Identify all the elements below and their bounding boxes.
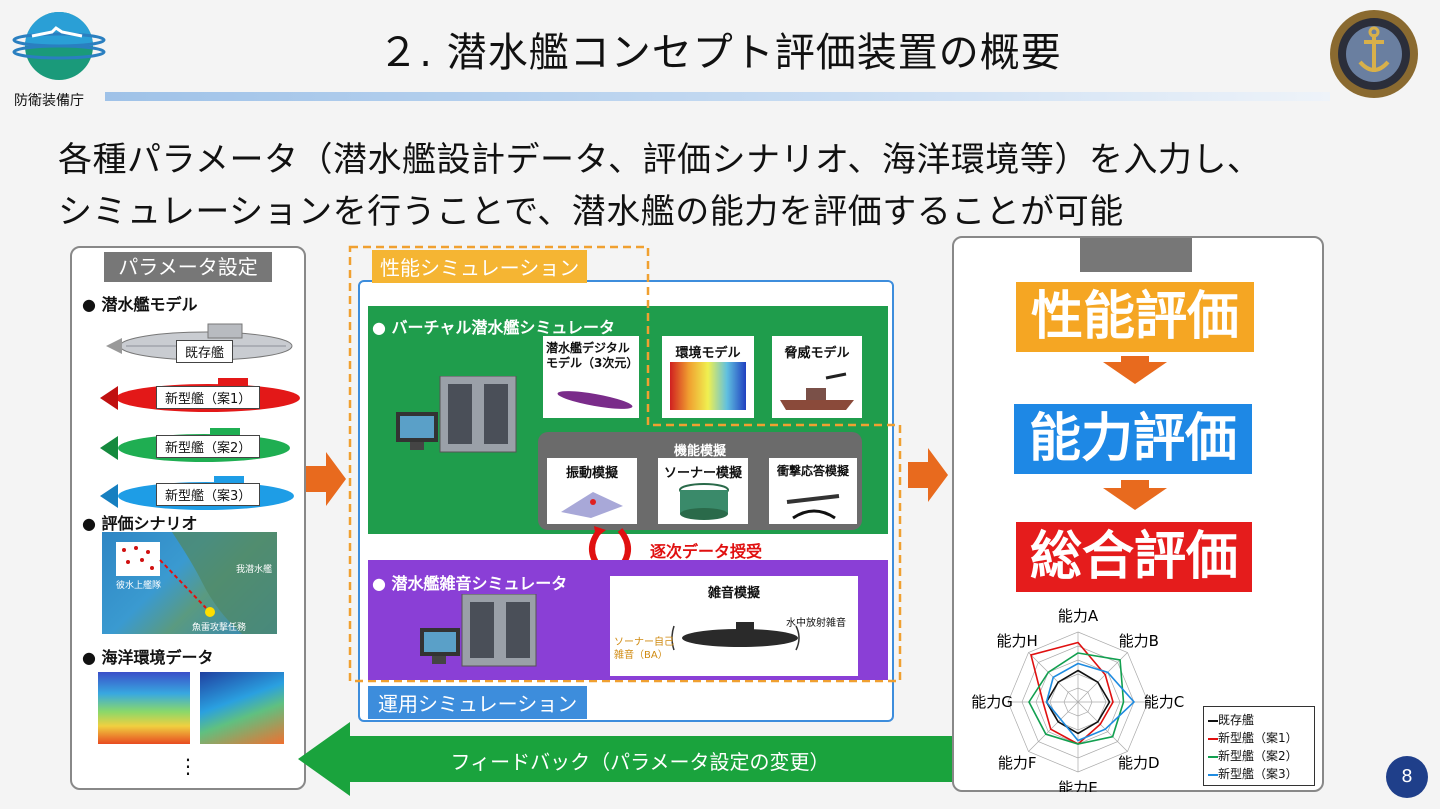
vib-sim-label: 振動模擬 — [565, 466, 618, 481]
radar-axis-line — [1077, 652, 1128, 703]
env-model-box: 環境モデル — [662, 336, 754, 418]
perf-sim-label: 性能シミュレーション — [372, 250, 588, 283]
radar-series-line — [1045, 662, 1136, 742]
threat-model-box: 脅威モデル — [772, 336, 862, 418]
radar-axis-line — [1028, 701, 1079, 752]
legend-item-new-1: 新型艦（案1） — [1208, 729, 1298, 746]
nsrc-seal — [1328, 8, 1420, 100]
legend-item-new-3: 新型艦（案3） — [1208, 765, 1298, 782]
legend-item-new-2: 新型艦（案2） — [1208, 747, 1298, 764]
perf-eval-box: 性能評価 — [1016, 282, 1254, 352]
radar-axis-label: 能力F — [998, 754, 1037, 772]
jmsdf-logo — [12, 6, 106, 84]
eval-header-bar — [1080, 238, 1192, 272]
page-title: ２. 潜水艦コンセプト評価装置の概要 — [378, 30, 1062, 76]
legend-label: 新型艦（案2） — [1218, 749, 1298, 763]
radar-axis-label: 能力G — [971, 693, 1013, 711]
legend-label: 既存艦 — [1218, 713, 1255, 727]
org-name: 防衛装備庁 — [14, 93, 84, 109]
radar-axis-label: 能力D — [1118, 754, 1160, 772]
legend-label: 新型艦（案1） — [1218, 731, 1298, 745]
scenario-text-enemy: 彼水上艦隊 — [116, 581, 162, 591]
feedback-arrow — [298, 722, 952, 796]
noise-model-label: 雑音模擬 — [707, 586, 760, 601]
sub-tag-existing: 既存艦 — [176, 340, 234, 363]
arrow-down-stem — [1121, 356, 1149, 364]
radar-axis-label: 能力C — [1144, 693, 1184, 711]
radiated-noise-label: 水中放射雑音 — [786, 618, 846, 629]
env-heatmap — [670, 362, 746, 410]
anchor-seal-icon — [1330, 10, 1418, 98]
threat-model-label: 脅威モデル — [784, 346, 850, 361]
arrow-right-icon — [908, 448, 948, 506]
model-label: ● 潜水艦モデル — [82, 295, 198, 314]
computer-icon — [420, 593, 544, 674]
func-sim-label: 機能模擬 — [673, 444, 726, 459]
sub-tag-new-3: 新型艦（案3） — [156, 483, 261, 506]
radar-legend: 既存艦 新型艦（案1） 新型艦（案2） 新型艦（案3） — [1203, 706, 1315, 786]
radar-series-line — [1028, 652, 1125, 745]
sub-tag-new-1: 新型艦（案1） — [156, 386, 261, 409]
virtual-sim-label: ● バーチャル潜水艦シミュレータ — [372, 318, 616, 337]
cap-eval-box: 能力評価 — [1014, 404, 1252, 474]
legend-label: 新型艦（案3） — [1218, 767, 1298, 781]
radar-series-line — [1045, 669, 1111, 735]
arrow-right-icon — [306, 452, 346, 510]
radar-axis-label: 能力E — [1058, 779, 1097, 792]
subtitle-line-1: 各種パラメータ（潜水艦設計データ、評価シナリオ、海洋環境等）を入力し、 — [58, 140, 1262, 180]
radar-chart: 能力A 能力B 能力C 能力D 能力E 能力F 能力G 能力H — [971, 607, 1184, 792]
sonar-sim-box: ソーナー模擬 — [658, 458, 748, 524]
ocean-map-1 — [98, 672, 190, 744]
ocean-map-2 — [200, 672, 284, 744]
total-eval-box: 総合評価 — [1016, 522, 1252, 592]
scenario-map — [102, 532, 277, 634]
arrow-down-icon — [1103, 362, 1167, 384]
radar-axis-label: 能力B — [1119, 632, 1159, 650]
scenario-text-mission: 魚雷攻撃任務 — [192, 623, 247, 633]
ops-sim-label: 運用シミュレーション — [368, 686, 588, 719]
title-underline — [105, 92, 1330, 101]
ocean-label: ● 海洋環境データ — [82, 648, 214, 667]
digital-model-box: 潜水艦デジタルモデル（3次元） — [543, 336, 639, 418]
legend-item-existing: 既存艦 — [1208, 711, 1254, 728]
noise-model-box: 雑音模擬 ソーナー自己雑音（BA） 水中放射雑音 — [610, 576, 858, 676]
radar-axis-label: 能力H — [997, 632, 1038, 650]
sub-tag-new-2: 新型艦（案2） — [156, 435, 261, 458]
subtitle-line-2: シミュレーションを行うことで、潜水艦の能力を評価することが可能 — [58, 192, 1124, 232]
arrow-down-icon — [1103, 488, 1167, 510]
sonar-sim-label: ソーナー模擬 — [663, 466, 742, 481]
computer-icon — [396, 375, 526, 460]
vib-sim-box: 振動模擬 — [547, 458, 637, 524]
env-model-label: 環境モデル — [675, 346, 741, 361]
sonar-self-noise-label: ソーナー自己雑音（BA） — [614, 637, 674, 661]
noise-sim-label: ● 潜水艦雑音シミュレータ — [372, 574, 568, 593]
exchange-label: 逐次データ授受 — [650, 542, 763, 561]
shock-sim-label: 衝撃応答模擬 — [776, 464, 849, 478]
digital-model-label: 潜水艦デジタルモデル（3次元） — [546, 341, 639, 370]
feedback-label: フィードバック（パラメータ設定の変更） — [450, 750, 830, 774]
parameter-panel-header: パラメータ設定 — [104, 252, 272, 282]
globe-logo-icon — [12, 12, 106, 80]
perf-sim-dashed-frame — [348, 245, 902, 683]
arrow-down-stem — [1121, 480, 1149, 490]
page-number: 8 — [1386, 756, 1428, 798]
radar-axis-label: 能力A — [1058, 607, 1099, 625]
radar-axis-line — [1077, 701, 1128, 752]
shock-sim-box: 衝撃応答模擬 — [769, 458, 857, 524]
scenario-label: ● 評価シナリオ — [82, 514, 198, 533]
parameter-panel: パラメータ設定 ● 潜水艦モデル 既存艦 新型艦（案1） 新型艦（案2） — [70, 246, 306, 790]
more-ellipsis: ⋮ — [178, 754, 198, 778]
scenario-text-own-sub: 我潜水艦 — [236, 565, 273, 575]
